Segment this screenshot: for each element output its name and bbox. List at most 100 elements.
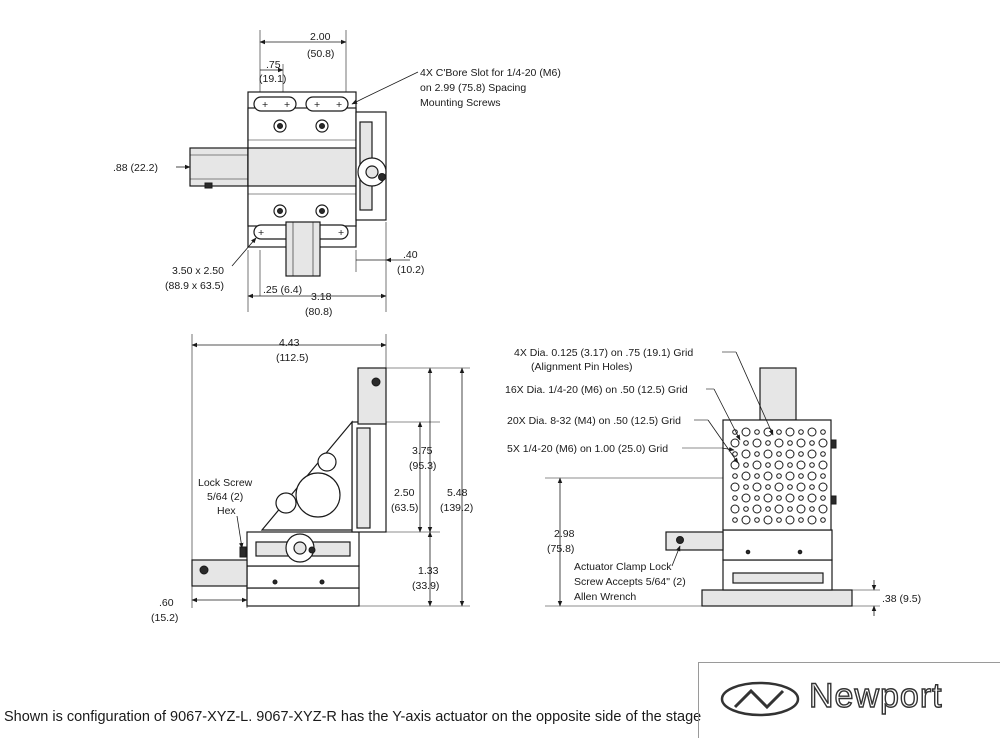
dim-40-mm: (10.2) bbox=[397, 264, 424, 276]
note-cbore-line3: Mounting Screws bbox=[420, 97, 501, 109]
note-cbore-line1: 4X C'Bore Slot for 1/4-20 (M6) bbox=[420, 67, 561, 79]
dim-60-in: .60 bbox=[159, 597, 174, 609]
mounting-hole bbox=[807, 493, 817, 503]
mounting-hole bbox=[785, 515, 795, 525]
tapped-hole bbox=[765, 484, 771, 490]
mounting-hole bbox=[763, 471, 773, 481]
tapped-hole bbox=[743, 462, 749, 468]
mounting-hole bbox=[774, 482, 784, 492]
mounting-hole bbox=[796, 504, 806, 514]
caption: Shown is configuration of 9067-XYZ-L. 90… bbox=[4, 709, 702, 725]
mounting-hole bbox=[763, 515, 773, 525]
tapped-hole bbox=[798, 473, 804, 479]
svg-text:+: + bbox=[262, 99, 268, 111]
tapped-hole bbox=[820, 495, 826, 501]
tapped-hole bbox=[754, 473, 760, 479]
x-actuator bbox=[191, 559, 248, 587]
mounting-hole bbox=[818, 438, 828, 448]
mounting-hole bbox=[818, 504, 828, 514]
tapped-hole bbox=[787, 484, 793, 490]
svg-text:+: + bbox=[314, 99, 320, 111]
z-actuator-side bbox=[759, 367, 797, 421]
tapped-hole bbox=[754, 495, 760, 501]
brand-wordmark: Newport bbox=[808, 676, 943, 715]
mounting-hole bbox=[730, 438, 740, 448]
tapped-hole bbox=[765, 506, 771, 512]
clamp-label-3: Allen Wrench bbox=[574, 591, 636, 603]
tapped-hole bbox=[765, 462, 771, 468]
tapped-hole bbox=[776, 451, 782, 457]
dim-443-in: 4.43 bbox=[279, 337, 300, 349]
mounting-hole bbox=[818, 482, 828, 492]
dim-298-mm: (75.8) bbox=[547, 543, 574, 555]
note-cbore-line2: on 2.99 (75.8) Spacing bbox=[420, 82, 526, 94]
note-16x: 16X Dia. 1/4-20 (M6) on .50 (12.5) Grid bbox=[505, 384, 688, 396]
svg-text:+: + bbox=[336, 99, 342, 111]
tapped-hole bbox=[809, 440, 815, 446]
dim-60-mm: (15.2) bbox=[151, 612, 178, 624]
mounting-hole bbox=[752, 460, 762, 470]
screw-icon bbox=[273, 119, 287, 133]
tapped-hole bbox=[809, 462, 815, 468]
mounting-hole bbox=[741, 493, 751, 503]
note-5x: 5X 1/4-20 (M6) on 1.00 (25.0) Grid bbox=[507, 443, 668, 455]
svg-text:+: + bbox=[258, 227, 264, 239]
dim-548-in: 5.48 bbox=[447, 487, 468, 499]
mounting-hole bbox=[752, 438, 762, 448]
mounting-hole bbox=[807, 515, 817, 525]
clamp-label-1: Actuator Clamp Lock bbox=[574, 561, 672, 573]
clamp-label-2: Screw Accepts 5/64" (2) bbox=[574, 576, 686, 588]
tapped-hole bbox=[732, 451, 738, 457]
tapped-hole bbox=[776, 429, 782, 435]
mounting-hole bbox=[752, 482, 762, 492]
mounting-hole bbox=[741, 471, 751, 481]
front-view bbox=[191, 334, 470, 608]
dim-250-mm: (63.5) bbox=[391, 502, 418, 514]
mounting-hole bbox=[807, 427, 817, 437]
tapped-hole bbox=[732, 517, 738, 523]
dim-375-mm: (95.3) bbox=[409, 460, 436, 472]
mounting-hole bbox=[807, 449, 817, 459]
mounting-hole bbox=[763, 449, 773, 459]
dim-133-mm: (33.9) bbox=[412, 580, 439, 592]
mounting-hole bbox=[785, 427, 795, 437]
tapped-hole bbox=[798, 451, 804, 457]
tapped-hole bbox=[809, 506, 815, 512]
tapped-hole bbox=[798, 495, 804, 501]
dim-443-mm: (112.5) bbox=[276, 352, 309, 364]
dim-298-in: 2.98 bbox=[554, 528, 575, 540]
mounting-hole bbox=[785, 449, 795, 459]
tapped-hole bbox=[776, 517, 782, 523]
tapped-hole bbox=[754, 429, 760, 435]
mounting-hole bbox=[785, 471, 795, 481]
dim-133-in: 1.33 bbox=[418, 565, 439, 577]
tapped-hole bbox=[809, 484, 815, 490]
dim-width-mm: (50.8) bbox=[307, 48, 334, 60]
newport-logo-icon bbox=[720, 681, 800, 717]
mounting-hole bbox=[796, 482, 806, 492]
mounting-hole bbox=[741, 515, 751, 525]
mounting-hole bbox=[774, 460, 784, 470]
side-view bbox=[545, 351, 880, 616]
hole-grid bbox=[730, 427, 828, 525]
y-actuator-body bbox=[285, 221, 321, 277]
lock-label-1: Lock Screw bbox=[198, 477, 253, 489]
brand-logo-box: Newport bbox=[698, 662, 1000, 738]
note-20x: 20X Dia. 8-32 (M4) on .50 (12.5) Grid bbox=[507, 415, 681, 427]
tapped-hole bbox=[743, 506, 749, 512]
mounting-hole bbox=[741, 449, 751, 459]
cbore-slot bbox=[305, 96, 349, 112]
tapped-hole bbox=[787, 440, 793, 446]
mounting-hole bbox=[752, 504, 762, 514]
tapped-hole bbox=[820, 473, 826, 479]
dim-size-in: 3.50 x 2.50 bbox=[172, 265, 224, 277]
dim-38: .38 (9.5) bbox=[882, 593, 921, 605]
cbore-slot bbox=[253, 96, 297, 112]
tapped-hole bbox=[732, 495, 738, 501]
screw-icon bbox=[315, 119, 329, 133]
dim-offset-mm: (19.1) bbox=[259, 73, 286, 85]
svg-text:+: + bbox=[284, 99, 290, 111]
mounting-hole bbox=[730, 482, 740, 492]
mounting-hole bbox=[807, 471, 817, 481]
